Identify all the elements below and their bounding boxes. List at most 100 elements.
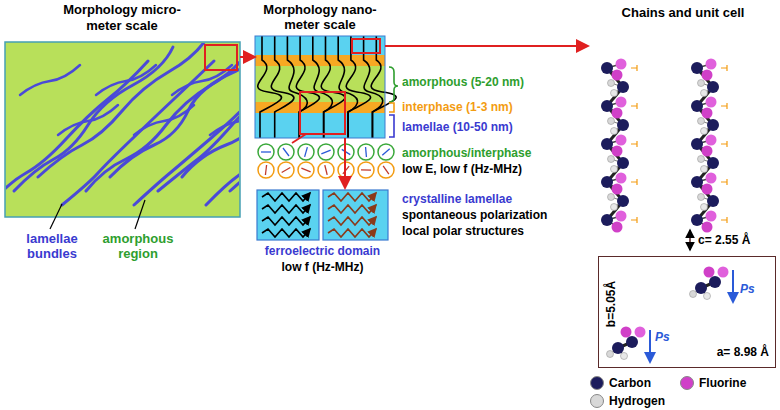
dimension-arrow [689, 230, 691, 250]
layer-label: amorphous (5-20 nm) [402, 75, 524, 89]
dipole-mark [721, 179, 727, 185]
polarization-arrow [732, 270, 734, 302]
hydrogen-atom [701, 166, 708, 173]
hydrogen-atom [698, 156, 705, 163]
polarization-zigzag [262, 217, 310, 225]
lamella-label: spontaneous polarization [402, 208, 547, 222]
dipole-circle [278, 144, 294, 160]
fluorine-atom [616, 59, 627, 70]
region-label: amorphous region [98, 231, 178, 261]
fluorine-atom [704, 267, 715, 278]
nano-outline [255, 36, 385, 138]
polymer-chain [346, 36, 370, 138]
dipole-mark [721, 217, 727, 223]
carbon-atom [601, 214, 613, 226]
zoom-arrow [240, 56, 255, 58]
carbon-atom [695, 282, 707, 294]
carbon-atom [707, 81, 719, 93]
hydrogen-atom [608, 118, 615, 125]
carbon-atom [601, 138, 613, 150]
dipole-circle [378, 162, 394, 178]
fluorine-atom [706, 59, 717, 70]
panel-heading: Morphology micro-meter scale [52, 2, 192, 34]
legend-item: Carbon [590, 376, 651, 390]
dipole-circle [358, 144, 374, 160]
dipole-arrow [265, 165, 266, 175]
fluorine-atom [612, 146, 623, 157]
hydrogen-atom [611, 90, 618, 97]
carbon-atom [691, 214, 703, 226]
domain-box: ferroelectric domainlow f (Hz-MHz) [255, 188, 390, 278]
dipole-circle [258, 162, 274, 178]
hydrogen-atom [611, 128, 618, 135]
hydrogen-atom [607, 351, 614, 358]
lamella-label: local polar structures [402, 224, 524, 238]
fluorine-atom [616, 173, 627, 184]
fluorine-atom [612, 222, 623, 233]
lamella-bundle [206, 61, 239, 205]
carbon-atom [617, 119, 629, 131]
polymer-chain [313, 36, 333, 138]
hydrogen-atom [704, 293, 711, 300]
dipole-mark [721, 141, 727, 147]
dipole-arrow [283, 148, 289, 156]
lamella-bundle [182, 43, 239, 177]
domain-label: ferroelectric domain [255, 244, 390, 258]
fluorine-atom [706, 211, 717, 222]
polarization-zigzag [328, 205, 376, 213]
polarization-arrows [262, 193, 376, 237]
legend-text: Fluorine [699, 376, 746, 390]
legend-text: Hydrogen [609, 394, 665, 408]
zoom-arrow [344, 138, 346, 188]
fluorine-atom [612, 108, 623, 119]
dipole-circle [298, 144, 314, 160]
hydrogen-atom [611, 166, 618, 173]
dipole-circle [258, 144, 274, 160]
leader-line [135, 200, 145, 229]
hydrogen-atom [608, 156, 615, 163]
lamella-bundle [14, 47, 173, 191]
dipole-arrow [321, 150, 330, 154]
hydrogen-atom [698, 80, 705, 87]
hydrogen-atom [701, 90, 708, 97]
unit-cell-molecules [607, 267, 734, 363]
hydrogen-atom [698, 118, 705, 125]
fluorine-atom [702, 108, 713, 119]
polarization-arrow [649, 330, 651, 362]
polarization-zigzag [262, 205, 310, 213]
fluorine-atom [621, 327, 632, 338]
polarization-zigzag [262, 229, 310, 237]
lamella-bundle [96, 65, 156, 95]
carbon-atom [601, 100, 613, 112]
zoom-box [205, 45, 237, 70]
layer-label: lamellae (10-50 nm) [402, 120, 513, 134]
leader-line [50, 204, 62, 229]
carbon-atom [707, 195, 719, 207]
dimension-label: b=5.05Å [604, 274, 618, 334]
carbon-atom [709, 276, 721, 288]
polymer-chain [271, 36, 294, 138]
panel-heading: Morphology nano-meter scale [250, 2, 390, 32]
hydrogen-atom [608, 194, 615, 201]
polarization-zigzag [262, 193, 310, 201]
fluorine-atom [706, 135, 717, 146]
carbon-atom [707, 157, 719, 169]
lamella-bundle [20, 65, 80, 95]
fluorine-atom [702, 146, 713, 157]
dipole-mark [631, 179, 637, 185]
carbon-atom [691, 62, 703, 74]
legend-swatch [680, 376, 694, 390]
domain-wall [320, 190, 322, 240]
fluorine-atom [718, 267, 729, 278]
hydrogen-atom [690, 291, 697, 298]
hydrogen-atom [611, 204, 618, 211]
bracket [389, 103, 394, 112]
nano-panel: Morphology nano-meter scale [255, 36, 385, 138]
dipole-circle [378, 144, 394, 160]
polarization-label: Ps [655, 330, 670, 344]
carbon-atom [601, 176, 613, 188]
lamellae-lines [6, 43, 239, 205]
dipole-mark [721, 103, 727, 109]
dipole-arrow [325, 165, 327, 175]
